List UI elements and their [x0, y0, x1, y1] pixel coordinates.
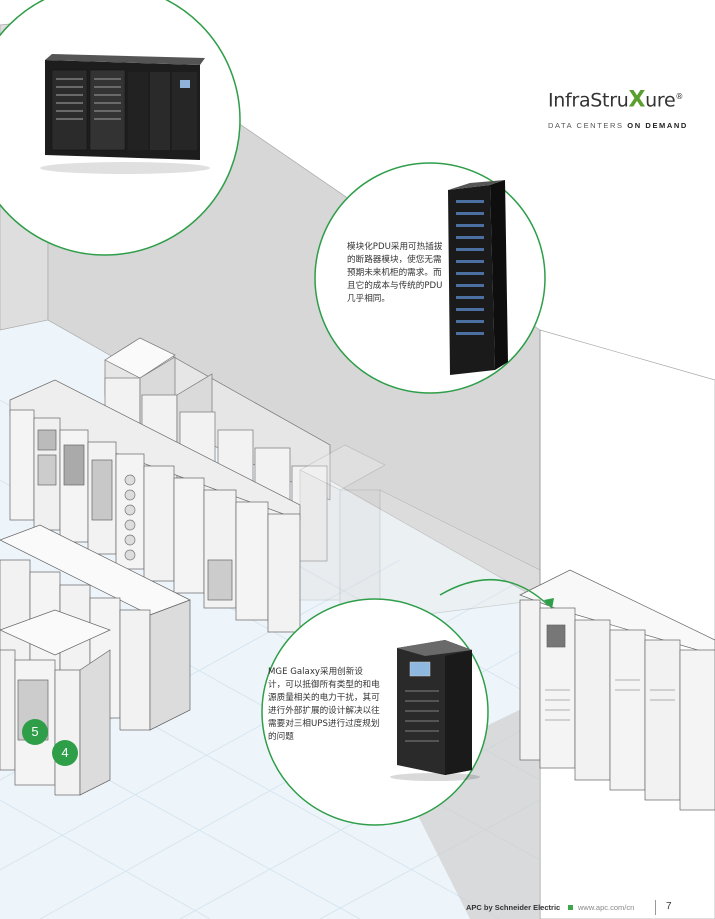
footer-divider: [655, 900, 656, 915]
footer-brand: APC by Schneider Electric: [466, 903, 561, 912]
callout-circle-servers: [0, 0, 241, 256]
footer-bullet-icon: [568, 905, 573, 910]
cabinet-row-right: [519, 569, 715, 811]
pdu-rack-illustration: [448, 180, 508, 375]
number-badge-4: 4: [52, 740, 78, 766]
number-badge-5: 5: [22, 719, 48, 745]
callout-arrow-head: [544, 598, 554, 609]
callout-circle-ups: [261, 598, 489, 826]
page-number: 7: [666, 901, 672, 912]
cabinet-row-foreground: [0, 609, 111, 796]
infrastruxure-logo: InfraStruXure® DATA CENTERS ON DEMAND: [548, 86, 698, 146]
cabinet-row-middle: [9, 379, 301, 633]
server-rack-illustration: [40, 54, 210, 174]
ups-illustration: [390, 640, 480, 781]
callout-arrow: [439, 578, 549, 606]
page-footer: APC by Schneider Electric www.apc.com/cn…: [0, 900, 715, 919]
logo-wordmark: InfraStruXure®: [548, 87, 684, 113]
footer-url[interactable]: www.apc.com/cn: [578, 903, 635, 912]
logo-tagline: DATA CENTERS ON DEMAND: [548, 121, 688, 131]
ghost-cabinets: [299, 444, 541, 621]
ups-description: MGE Galaxy采用创新设计，可以抵御所有类型的和电源质量相关的电力干扰，其…: [268, 667, 380, 742]
pdu-description: 模块化PDU采用可热插拔的断路器模块，使您无需预期未来机柜的需求。而且它的成本与…: [347, 242, 443, 304]
callout-circle-pdu: [314, 162, 546, 394]
